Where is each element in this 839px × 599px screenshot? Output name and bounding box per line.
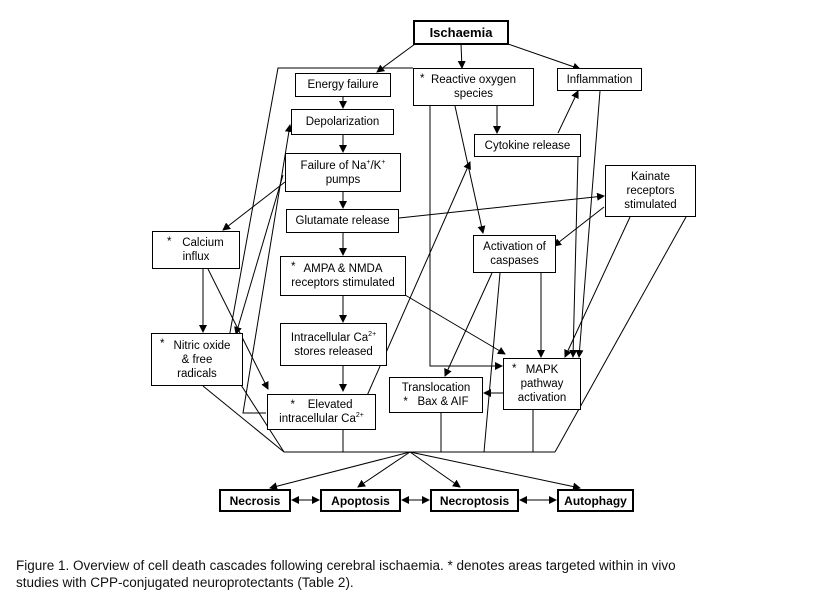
node-ischaemia: Ischaemia — [413, 20, 509, 45]
node-apoptosis: Apoptosis — [320, 489, 401, 512]
node-ischaemia-label: Ischaemia — [429, 24, 493, 40]
node-translocation-line1: Translocation — [401, 382, 471, 394]
node-glutamate-release: Glutamate release — [286, 209, 399, 233]
target-star-marker: * — [420, 73, 425, 85]
node-intracellular-stores: Intracellular Ca2+ stores released — [280, 323, 387, 366]
node-energy-failure: Energy failure — [295, 73, 391, 97]
target-star-marker: * — [167, 236, 172, 248]
node-intracellular-line2: stores released — [294, 345, 373, 358]
edge-hub-autophagy — [409, 451, 581, 491]
edge-hub-necroptosis — [409, 451, 461, 488]
node-mapk-line1: MAPK — [525, 364, 559, 376]
node-inflammation: Inflammation — [557, 68, 642, 91]
target-star-marker: * — [403, 396, 408, 408]
edge-cytokine-mapk — [569, 155, 579, 358]
edge-ischaemia-energy — [376, 43, 416, 73]
node-elevated-line1: * Elevated — [290, 399, 353, 411]
target-star-marker: * — [290, 399, 295, 411]
edge-kainate-mapk — [564, 216, 631, 358]
edge-caspases-translocation — [444, 272, 493, 377]
edge-failure-nitric — [234, 174, 284, 335]
node-translocation-line2: * Bax & AIF — [403, 396, 469, 408]
node-necrosis-label: Necrosis — [229, 493, 281, 508]
node-ros-line2: species — [454, 88, 493, 100]
node-calcium-influx: * Calcium influx — [152, 231, 240, 269]
node-kainate-line2: receptors — [626, 185, 675, 197]
node-glutamate-label: Glutamate release — [295, 215, 390, 227]
edge-cytokine-inflammation — [557, 90, 579, 134]
node-elevated-intracellular-ca: * Elevated intracellular Ca2+ — [267, 394, 376, 430]
edge-hub-apoptosis — [357, 451, 411, 488]
node-energy-failure-label: Energy failure — [307, 79, 379, 91]
edge-hub-necrosis — [269, 451, 411, 491]
node-kainate-line1: Kainate — [630, 171, 670, 183]
node-depolarization-label: Depolarization — [305, 116, 380, 128]
node-nitric-line3: radicals — [177, 367, 217, 380]
node-translocation-bax-aif: Translocation * Bax & AIF — [389, 377, 483, 413]
node-autophagy-label: Autophagy — [564, 493, 627, 508]
edge-nitric-down — [202, 385, 285, 453]
edge-ros-mapk — [429, 106, 503, 370]
edge-caspases-down — [483, 272, 501, 453]
node-nitric-oxide: * Nitric oxide & free radicals — [151, 333, 243, 386]
node-cytokine-release: Cytokine release — [474, 134, 581, 157]
target-star-marker: * — [291, 261, 296, 273]
node-nitric-line1: Nitric oxide — [173, 339, 231, 352]
edge-kainate-caspases — [553, 206, 605, 247]
node-calcium-line1: Calcium — [182, 237, 224, 249]
edge-ischaemia-inflammation — [507, 43, 581, 71]
edge-ischaemia-ros — [457, 43, 466, 69]
node-mapk-line3: activation — [517, 392, 567, 404]
node-calcium-line2: influx — [182, 251, 210, 263]
node-failure-na-k-pumps: Failure of Na+/K+ pumps — [285, 153, 401, 192]
node-failure-line2: pumps — [325, 173, 361, 186]
figure-caption: Figure 1. Overview of cell death cascade… — [16, 557, 836, 591]
figure-caption-line2: studies with CPP-conjugated neuroprotect… — [16, 575, 354, 590]
node-necroptosis: Necroptosis — [430, 489, 519, 512]
node-caspases-line2: caspases — [490, 255, 539, 267]
node-elevated-line2: intracellular Ca2+ — [279, 412, 364, 425]
target-star-marker: * — [160, 338, 165, 350]
edge-elevated-to-depolarization — [242, 124, 293, 414]
edge-kainate-down — [554, 216, 687, 453]
node-ros-line1: Reactive oxygen — [430, 74, 517, 86]
node-kainate-receptors: Kainate receptors stimulated — [605, 165, 696, 217]
edge-ischaemia-left-path — [224, 67, 413, 453]
node-mapk-line2: pathway — [520, 378, 564, 390]
edge-ros-caspases — [454, 105, 486, 234]
edge-glutamate-kainate — [398, 192, 605, 219]
node-cytokine-label: Cytokine release — [484, 139, 571, 152]
node-autophagy: Autophagy — [557, 489, 634, 512]
node-ampa-nmda: * AMPA & NMDA receptors stimulated — [280, 256, 406, 296]
edge-inflammation-mapk — [575, 90, 601, 358]
node-inflammation-label: Inflammation — [566, 73, 633, 86]
figure-caption-line1: Figure 1. Overview of cell death cascade… — [16, 558, 676, 573]
node-reactive-oxygen-species: * Reactive oxygen species — [413, 68, 534, 106]
node-activation-of-caspases: Activation of caspases — [473, 235, 556, 273]
node-ampa-line1: AMPA & NMDA — [303, 263, 383, 275]
node-caspases-line1: Activation of — [483, 241, 546, 253]
node-necrosis: Necrosis — [219, 489, 291, 512]
node-depolarization: Depolarization — [291, 109, 394, 135]
node-necroptosis-label: Necroptosis — [439, 493, 510, 508]
target-star-marker: * — [512, 363, 517, 375]
node-apoptosis-label: Apoptosis — [331, 493, 390, 508]
node-intracellular-line1: Intracellular Ca2+ — [290, 330, 377, 344]
edge-failure-calcium — [222, 181, 286, 231]
node-ampa-line2: receptors stimulated — [291, 277, 395, 289]
edge-ampa-mapk — [399, 291, 506, 355]
node-kainate-line3: stimulated — [624, 199, 677, 211]
node-failure-line1: Failure of Na+/K+ — [300, 158, 386, 172]
node-nitric-line2: & free — [181, 353, 213, 366]
node-mapk-pathway: * MAPK pathway activation — [503, 358, 581, 410]
